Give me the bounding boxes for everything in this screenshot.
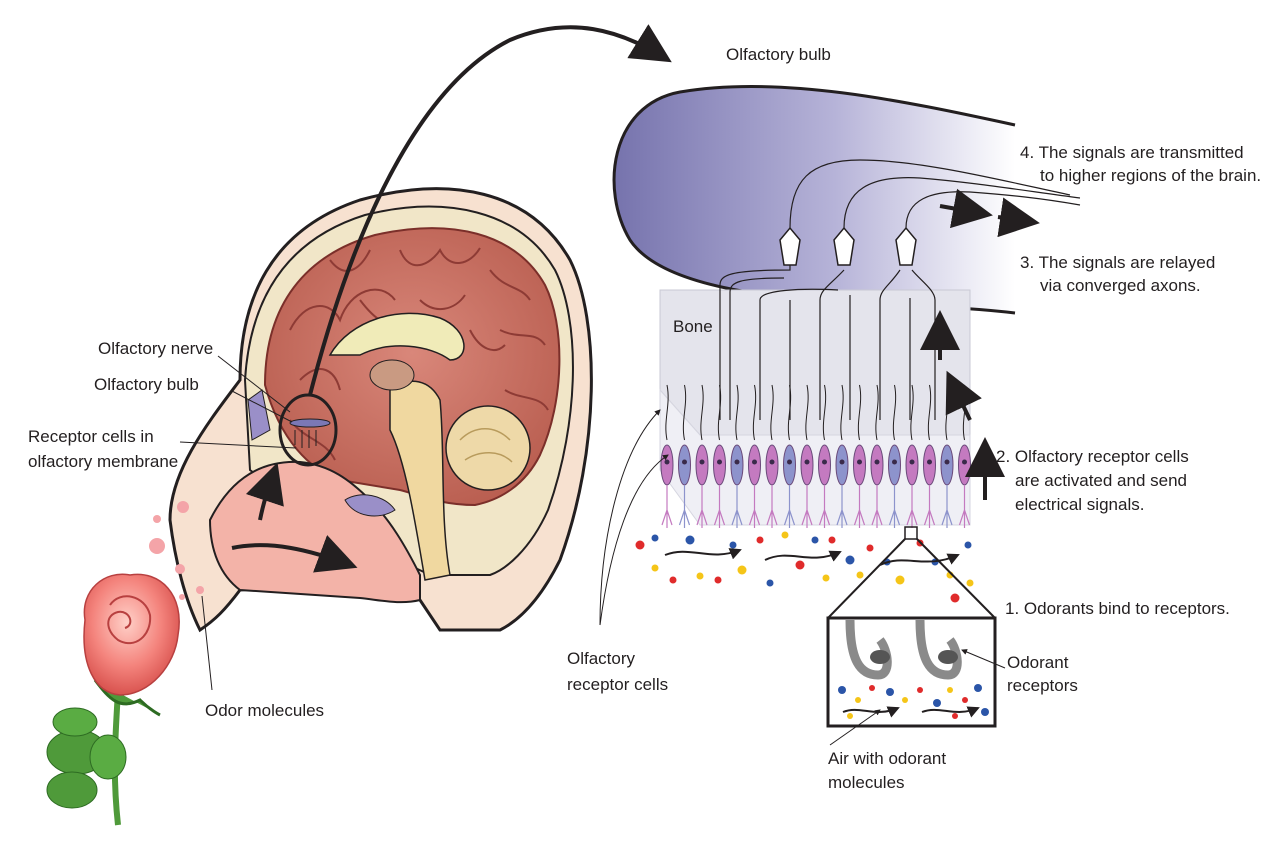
label-step4-line1: 4. The signals are transmitted bbox=[1020, 143, 1244, 162]
odorant-molecule bbox=[966, 579, 974, 587]
odorant-molecule bbox=[866, 544, 874, 552]
mitral-cells bbox=[779, 226, 917, 266]
receptor-cell bbox=[765, 384, 779, 528]
receptor-cell bbox=[940, 384, 954, 528]
odorant-molecule bbox=[950, 593, 960, 603]
odorant-molecule bbox=[729, 541, 737, 549]
odorant-molecule bbox=[902, 697, 908, 703]
label-bone: Bone bbox=[673, 317, 713, 336]
odorant-molecule bbox=[952, 713, 958, 719]
label-air-line1: Air with odorant bbox=[828, 749, 946, 768]
head-section bbox=[168, 187, 593, 633]
label-receptor-cells-line1: Olfactory bbox=[567, 649, 636, 668]
odorant-molecule bbox=[714, 576, 722, 584]
receptor-cell bbox=[835, 384, 849, 528]
odorant-molecule bbox=[685, 535, 695, 545]
air-flow-arrows bbox=[664, 548, 960, 566]
odorant-molecule bbox=[651, 534, 659, 542]
receptor-cell bbox=[748, 384, 761, 528]
odorant-molecule bbox=[766, 579, 774, 587]
label-olfactory-nerve: Olfactory nerve bbox=[98, 339, 213, 358]
label-olfactory-bulb-left: Olfactory bulb bbox=[94, 375, 199, 394]
receptor-cell bbox=[713, 384, 726, 528]
label-receptor-cells-line2: receptor cells bbox=[567, 675, 668, 694]
odorant-molecule bbox=[869, 685, 875, 691]
odorant-molecule bbox=[855, 697, 861, 703]
receptor-cell bbox=[888, 384, 901, 528]
box-molecules bbox=[838, 684, 989, 719]
receptor-cell bbox=[818, 384, 831, 528]
corpus-callosum bbox=[328, 312, 465, 361]
label-step2-line2: are activated and send bbox=[1015, 471, 1187, 490]
odorant-molecule bbox=[822, 574, 830, 582]
odorant-molecule bbox=[737, 565, 747, 575]
label-odor-molecules: Odor molecules bbox=[205, 701, 324, 720]
odorant-molecule bbox=[828, 536, 836, 544]
odorant-molecule bbox=[917, 687, 923, 693]
axon-lines bbox=[719, 159, 1081, 420]
zoom-arrow bbox=[308, 24, 672, 396]
label-olfactory-bulb-top: Olfactory bulb bbox=[726, 45, 831, 64]
odorant-molecule bbox=[964, 541, 972, 549]
odorant-molecule bbox=[895, 575, 905, 585]
receptor-cell bbox=[923, 384, 936, 528]
thalamus bbox=[369, 359, 415, 391]
cerebellum bbox=[445, 405, 531, 491]
odor-molecule-dots bbox=[149, 501, 204, 600]
receptor-cell bbox=[853, 384, 866, 528]
label-air-line2: molecules bbox=[828, 773, 905, 792]
odorant-molecule bbox=[795, 560, 805, 570]
signal-arrows bbox=[920, 188, 1040, 500]
receptor-cell bbox=[870, 384, 884, 528]
odorant-molecule bbox=[651, 564, 659, 572]
brainstem bbox=[389, 380, 451, 581]
odorant-molecule bbox=[635, 540, 645, 550]
receptor-cell bbox=[695, 384, 709, 528]
odorant-molecule bbox=[811, 536, 819, 544]
label-receptor-membrane-line1: Receptor cells in bbox=[28, 427, 154, 446]
receptor-cell-row bbox=[660, 384, 971, 528]
odorant-molecule bbox=[981, 708, 989, 716]
odorant-molecule bbox=[781, 531, 789, 539]
odorant-molecule bbox=[886, 688, 894, 696]
label-odorant-receptors-line2: receptors bbox=[1007, 676, 1078, 695]
receptor-cell bbox=[905, 384, 919, 528]
label-receptor-membrane-line2: olfactory membrane bbox=[28, 452, 178, 471]
label-step4-line2: to higher regions of the brain. bbox=[1040, 166, 1261, 185]
label-step3-line2: via converged axons. bbox=[1040, 276, 1201, 295]
label-step1: 1. Odorants bind to receptors. bbox=[1005, 599, 1230, 618]
label-step2-line3: electrical signals. bbox=[1015, 495, 1144, 514]
odorant-molecule bbox=[696, 572, 704, 580]
label-step2-line1: 2. Olfactory receptor cells bbox=[996, 447, 1189, 466]
label-odorant-receptors-line1: Odorant bbox=[1007, 653, 1069, 672]
receptor-cell bbox=[730, 384, 744, 528]
odorant-molecule bbox=[847, 713, 853, 719]
odorant-molecule bbox=[838, 686, 846, 694]
odorant-molecule bbox=[856, 571, 864, 579]
odorant-molecule bbox=[974, 684, 982, 692]
odorant-molecule bbox=[962, 697, 968, 703]
odorant-molecule bbox=[845, 555, 855, 565]
receptor-zoom-box bbox=[826, 526, 997, 728]
receptor-cell bbox=[678, 384, 691, 528]
odorant-molecule bbox=[933, 699, 941, 707]
receptor-cell bbox=[783, 384, 796, 528]
rose-illustration bbox=[46, 573, 180, 826]
olfactory-bulb-shape bbox=[614, 86, 1015, 313]
label-leader-lines bbox=[179, 355, 1006, 746]
odorant-stream bbox=[635, 531, 974, 603]
odorant-molecule bbox=[947, 687, 953, 693]
odorant-molecule bbox=[669, 576, 677, 584]
odorant-molecule bbox=[756, 536, 764, 544]
olfactory-bulb-zoom-circle bbox=[278, 393, 338, 467]
receptor-cell bbox=[800, 384, 814, 528]
label-step3-line1: 3. The signals are relayed bbox=[1020, 253, 1215, 272]
